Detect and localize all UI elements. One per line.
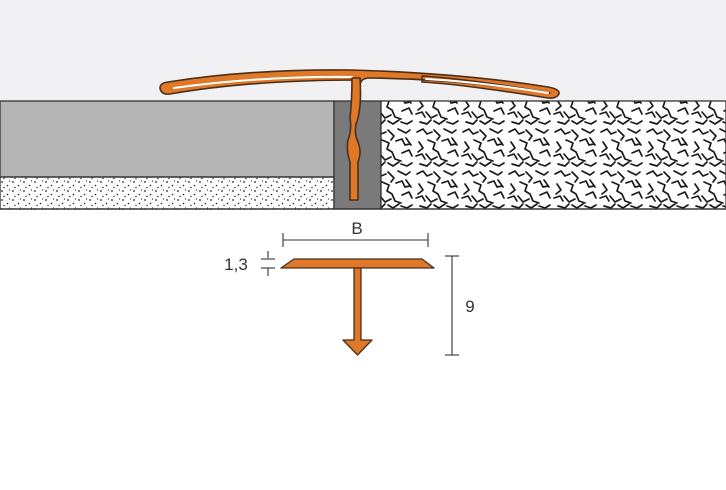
profile-cap [159, 69, 560, 99]
dimension-thickness [261, 251, 275, 276]
profile-cap-slot [173, 75, 549, 94]
dimension-b [282, 233, 429, 247]
right-floor-texture [380, 100, 726, 210]
dimension-height [445, 255, 459, 356]
wall-background [0, 0, 726, 101]
profile-leg [346, 77, 362, 201]
profile-section-stem [342, 267, 373, 356]
dimension-thickness-label: 1,3 [224, 255, 248, 274]
left-tile [0, 100, 335, 178]
dimension-b-label: B [351, 219, 362, 238]
dimension-height-label: 9 [465, 297, 474, 316]
profile-section-t [280, 258, 435, 269]
left-screed [0, 176, 335, 210]
